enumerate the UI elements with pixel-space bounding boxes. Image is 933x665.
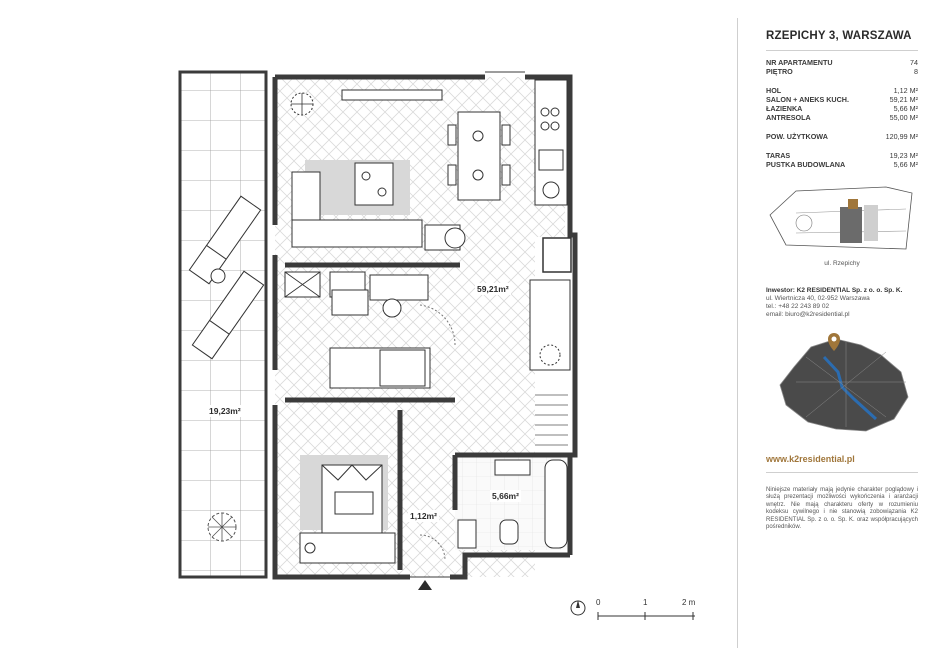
hol-area-label: 1,12m²	[408, 510, 439, 522]
room-name: ANTRESOLA	[766, 113, 811, 122]
plant-icon	[207, 512, 237, 542]
apartment-marker	[848, 199, 858, 209]
floor-plan-drawing	[178, 70, 578, 590]
terrace	[178, 70, 268, 579]
floor-value: 8	[914, 67, 918, 76]
walls	[272, 74, 578, 580]
entrance-arrow-icon	[418, 580, 432, 590]
city-map	[779, 333, 909, 432]
location-pin-icon	[828, 333, 840, 351]
apartment-number-value: 74	[910, 58, 918, 67]
floor-label: PIĘTRO	[766, 67, 793, 76]
river	[822, 355, 878, 421]
info-panel: RZEPICHY 3, WARSZAWA NR APARTAMENTU 74 PI…	[737, 18, 918, 648]
room-name: HOL	[766, 86, 782, 95]
sun-lounger-icon	[191, 270, 265, 360]
apartment-info: NR APARTAMENTU 74 PIĘTRO 8	[766, 58, 918, 76]
building-block	[840, 207, 862, 243]
extra-areas: TARAS 19,23 m² PUSTKA BUDOWLANA 5,66 m²	[766, 151, 918, 169]
disclaimer-text: Niniejsze materiały mają jedynie charakt…	[766, 487, 918, 531]
room-name: SALON + ANEKS KUCH.	[766, 95, 849, 104]
investor-address: ul. Wiertnicza 40, 02-952 Warszawa	[766, 295, 870, 302]
room-area: 59,21 m²	[889, 95, 918, 104]
bedroom	[299, 455, 396, 564]
usable-area-label: POW. UŻYTKOWA	[766, 132, 828, 141]
investor-phone: tel.: +48 22 243 89 02	[766, 303, 830, 310]
compass-icon	[570, 600, 586, 616]
extra-name: TARAS	[766, 151, 791, 160]
usable-area-value: 120,99 m²	[885, 132, 918, 141]
extra-area: 5,66 m²	[893, 160, 918, 169]
divider	[766, 50, 918, 51]
extra-name: PUSTKA BUDOWLANA	[766, 160, 846, 169]
side-table-icon	[210, 268, 226, 284]
kitchen-counter	[534, 79, 568, 206]
investor-email[interactable]: email: biuro@k2residential.pl	[766, 311, 850, 318]
taras-area-label: 19,23m²	[207, 405, 243, 417]
lazienka-area-label: 5,66m²	[490, 490, 521, 502]
investor-name: Inwestor: K2 RESIDENTIAL Sp. z o. o. Sp.…	[766, 287, 903, 294]
scale-label-1: 1	[643, 598, 648, 607]
site-plan	[769, 186, 913, 250]
floor-plan: 59,21m² 19,23m² 1,12m² 5,66m² 0 1 2 m	[178, 70, 705, 628]
room-name: ŁAZIENKA	[766, 104, 803, 113]
investor-info: Inwestor: K2 RESIDENTIAL Sp. z o. o. Sp.…	[766, 287, 918, 319]
salon-area-label: 59,21m²	[475, 283, 511, 295]
room-area: 55,00 m²	[889, 113, 918, 122]
living-area	[290, 89, 466, 251]
scale-bar: 0 1 2 m	[565, 598, 705, 628]
scale-label-0: 0	[596, 598, 601, 607]
room-area: 1,12 m²	[893, 86, 918, 95]
room-list: HOL 1,12 m² SALON + ANEKS KUCH. 59,21 m² Ł…	[766, 86, 918, 122]
project-title: RZEPICHY 3, WARSZAWA	[766, 30, 912, 42]
usable-area: POW. UŻYTKOWA 120,99 m²	[766, 132, 918, 141]
website-link[interactable]: www.k2residential.pl	[766, 454, 855, 464]
street-label: ul. Rzepichy	[824, 260, 860, 267]
dining-table	[447, 111, 511, 201]
sun-lounger-icon	[188, 195, 262, 285]
apartment-number-label: NR APARTAMENTU	[766, 58, 833, 67]
staircase	[529, 237, 572, 446]
room-area: 5,66 m²	[893, 104, 918, 113]
scale-label-2: 2 m	[682, 598, 696, 607]
plant-icon	[290, 92, 314, 116]
bathroom-fixtures	[457, 459, 568, 549]
divider	[766, 472, 918, 473]
study-room	[284, 271, 456, 389]
extra-area: 19,23 m²	[889, 151, 918, 160]
plant-icon	[539, 344, 561, 366]
